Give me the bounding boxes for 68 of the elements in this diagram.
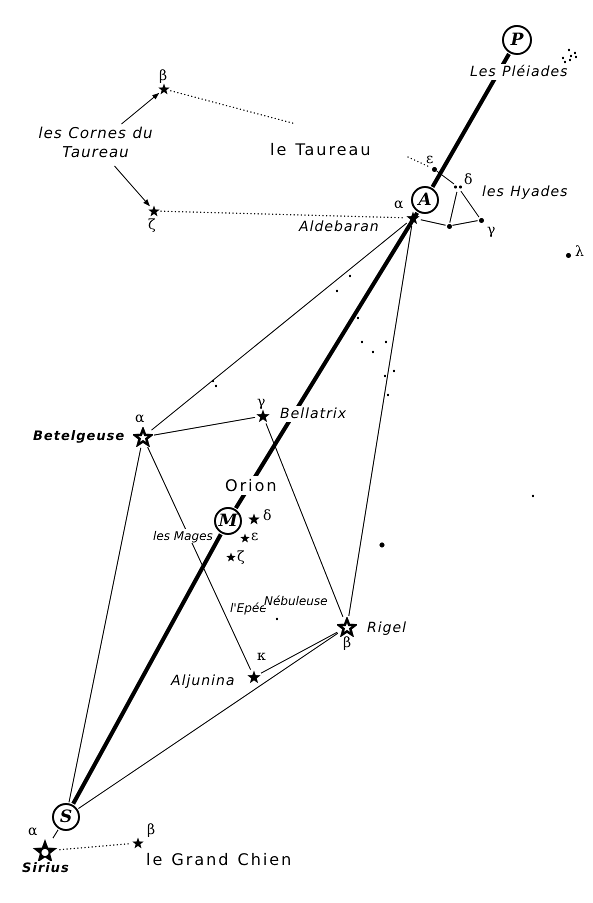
connector-line [71,533,223,805]
greek-letter: κ [257,648,266,664]
cluster-name: les Hyades [482,184,568,200]
connector-line [151,222,408,431]
dotted-line [407,156,432,168]
greek-letter: δ [263,508,272,524]
star-symbol [247,670,261,684]
connector-line [266,422,344,618]
star-dot [478,218,484,222]
circled-letter: S [52,803,80,831]
star-symbol [133,427,153,447]
star-dot [432,166,436,172]
connector-line [260,632,338,674]
star-symbol [158,83,170,95]
connector-line [430,52,511,188]
asterism-name: les Mages [153,529,213,543]
dotted-line [59,842,132,850]
arrow [114,166,150,206]
star-name: Rigel [367,620,408,636]
star-symbol [148,205,160,217]
star-symbol [132,837,144,849]
connector-line [452,220,478,226]
star-symbol [240,533,250,543]
circled-letter: P [502,25,532,55]
circled-letter: A [411,186,439,214]
connector-line [78,632,338,810]
connector-line [348,225,412,617]
greek-letter: λ [575,244,584,260]
star-name: Betelgeuse [33,429,126,444]
callout-text: les Cornes du Taureau [37,124,155,162]
connector-line [436,170,454,184]
connector-line [68,447,142,803]
cluster-name: Les Pléiades [470,64,568,80]
greek-letter: ε [426,151,434,167]
circled-letter: M [214,507,242,535]
connector-line [153,416,256,436]
nebula-name: Nébuleuse [264,594,328,608]
connector-line [234,212,419,510]
greek-letter: β [147,822,156,838]
greek-letter: α [135,410,144,426]
greek-letter: α [28,823,38,839]
dotted-line [160,210,406,218]
connector-line [147,446,252,670]
star-name: Aljunina [171,673,236,689]
connector-line [420,219,446,226]
greek-letter: ζ [148,217,156,233]
asterism-name: l'Epée [230,601,267,615]
star-symbol [337,617,357,637]
greek-letter: δ [464,172,472,188]
greek-letter: ζ [237,549,245,565]
star-name: Bellatrix [280,406,347,422]
greek-letter: ε [251,528,258,544]
star-symbol [226,552,236,562]
greek-letter: β [159,68,168,84]
connector-line [449,191,458,224]
star-symbol [406,211,420,225]
greek-letter: β [343,635,352,651]
star-dot [454,183,462,191]
star-dot [566,252,570,258]
star-symbol [256,409,270,423]
arrow [121,92,160,124]
connector-line [52,829,59,839]
greek-letter: α [394,196,404,212]
connector-line [460,190,480,218]
greek-letter: γ [257,394,266,410]
star-symbol [248,513,260,525]
greek-letter: γ [487,222,496,238]
star-dot [446,224,452,228]
